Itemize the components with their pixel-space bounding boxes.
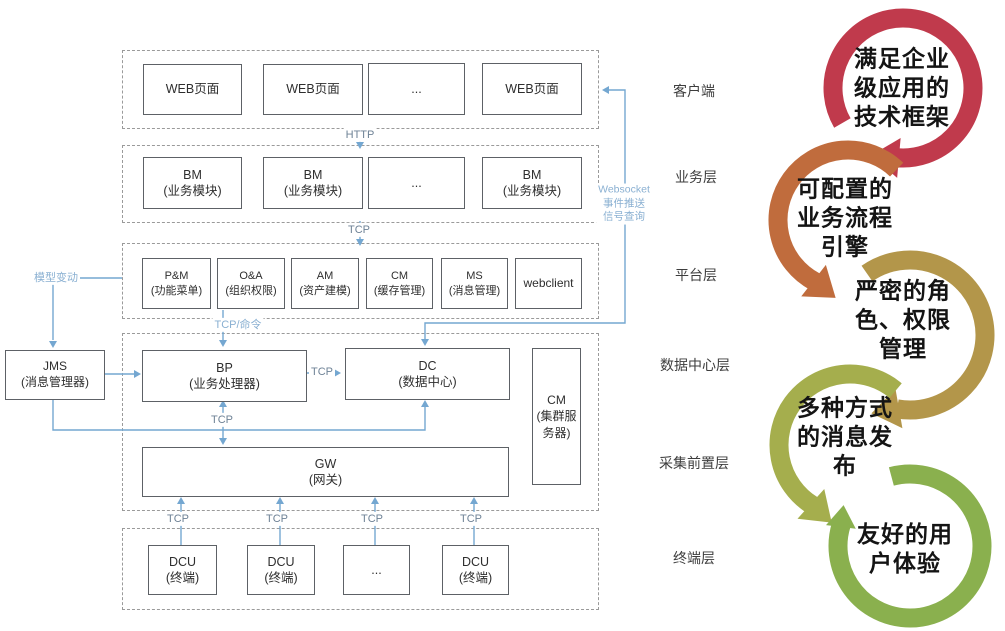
feature-ring-arrowhead-1 bbox=[870, 137, 901, 178]
label-tcp-business-platform: TCP bbox=[346, 222, 372, 238]
node-web-page-3: WEB页面 bbox=[482, 63, 582, 115]
layer-label-datacenter: 数据中心层 bbox=[660, 357, 730, 373]
feature-ring-arrowhead-2 bbox=[801, 264, 836, 298]
label-tcp-command: TCP/命令 bbox=[212, 317, 264, 333]
layer-label-acquisition: 采集前置层 bbox=[659, 455, 729, 471]
label-tcp-dcu-1: TCP bbox=[165, 511, 191, 527]
layer-label-platform: 平台层 bbox=[675, 267, 717, 283]
layer-label-client: 客户端 bbox=[673, 83, 715, 99]
node-oa: O&A (组织权限) bbox=[217, 258, 285, 309]
node-gw: GW (网关) bbox=[142, 447, 509, 497]
feature-text-3: 严密的角 色、权限 管理 bbox=[855, 277, 951, 362]
label-tcp-dcu-4: TCP bbox=[458, 511, 484, 527]
feature-ring-arrowhead-4 bbox=[797, 489, 832, 523]
feature-text-1: 满足企业 级应用的 技术框架 bbox=[854, 45, 950, 130]
node-ms: MS (消息管理) bbox=[441, 258, 508, 309]
node-pm: P&M (功能菜单) bbox=[142, 258, 211, 309]
feature-text-5: 友好的用 户体验 bbox=[857, 521, 953, 576]
node-cm-cluster: CM (集群服 务器) bbox=[532, 348, 581, 485]
node-cm-cache: CM (缓存管理) bbox=[366, 258, 433, 309]
feature-text-2: 可配置的 业务流程 引擎 bbox=[797, 175, 893, 260]
layer-frame-terminal bbox=[122, 528, 599, 610]
node-bm-2: BM (业务模块) bbox=[263, 157, 363, 209]
node-webclient: webclient bbox=[515, 258, 582, 309]
node-dc: DC (数据中心) bbox=[345, 348, 510, 400]
node-bp: BP (业务处理器) bbox=[142, 350, 307, 402]
node-dcu-ellipsis: ... bbox=[343, 545, 410, 595]
node-jms: JMS (消息管理器) bbox=[5, 350, 105, 400]
node-web-page-2: WEB页面 bbox=[263, 64, 363, 115]
feature-text-4: 多种方式 的消息发 布 bbox=[797, 394, 893, 479]
label-tcp-bp-dc: TCP bbox=[309, 364, 335, 380]
node-bm-3: BM (业务模块) bbox=[482, 157, 582, 209]
node-dcu-3: DCU (终端) bbox=[442, 545, 509, 595]
layer-label-terminal: 终端层 bbox=[673, 550, 715, 566]
label-tcp-dcu-3: TCP bbox=[359, 511, 385, 527]
layer-label-business: 业务层 bbox=[675, 169, 717, 185]
label-websocket: Websocket 事件推送 信号查询 bbox=[596, 183, 652, 225]
node-dcu-2: DCU (终端) bbox=[247, 545, 315, 595]
label-tcp-dcu-2: TCP bbox=[264, 511, 290, 527]
label-tcp-bp-gw: TCP bbox=[209, 412, 235, 428]
label-http: HTTP bbox=[343, 127, 377, 143]
node-bm-1: BM (业务模块) bbox=[143, 157, 242, 209]
model-change-connector bbox=[49, 277, 122, 348]
node-am: AM (资产建模) bbox=[291, 258, 359, 309]
node-bm-ellipsis: ... bbox=[368, 157, 465, 209]
label-model-change: 模型变动 bbox=[32, 270, 80, 286]
node-web-page-ellipsis: ... bbox=[368, 63, 465, 115]
feature-ring-arrowhead-5 bbox=[826, 505, 856, 529]
node-web-page-1: WEB页面 bbox=[143, 64, 242, 115]
node-dcu-1: DCU (终端) bbox=[148, 545, 217, 595]
